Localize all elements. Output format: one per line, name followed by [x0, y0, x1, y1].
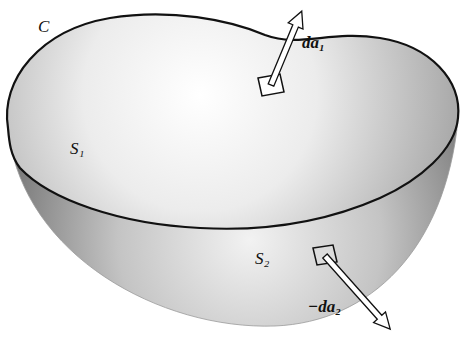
normal-arrow	[319, 251, 396, 335]
curve-label: C	[38, 18, 49, 37]
surface-s1	[7, 14, 458, 228]
vector-label: −da₂	[308, 298, 341, 317]
vector-label: da₁	[302, 34, 325, 53]
surface-label: S₁	[70, 140, 84, 159]
surface-label: S₂	[255, 250, 269, 269]
